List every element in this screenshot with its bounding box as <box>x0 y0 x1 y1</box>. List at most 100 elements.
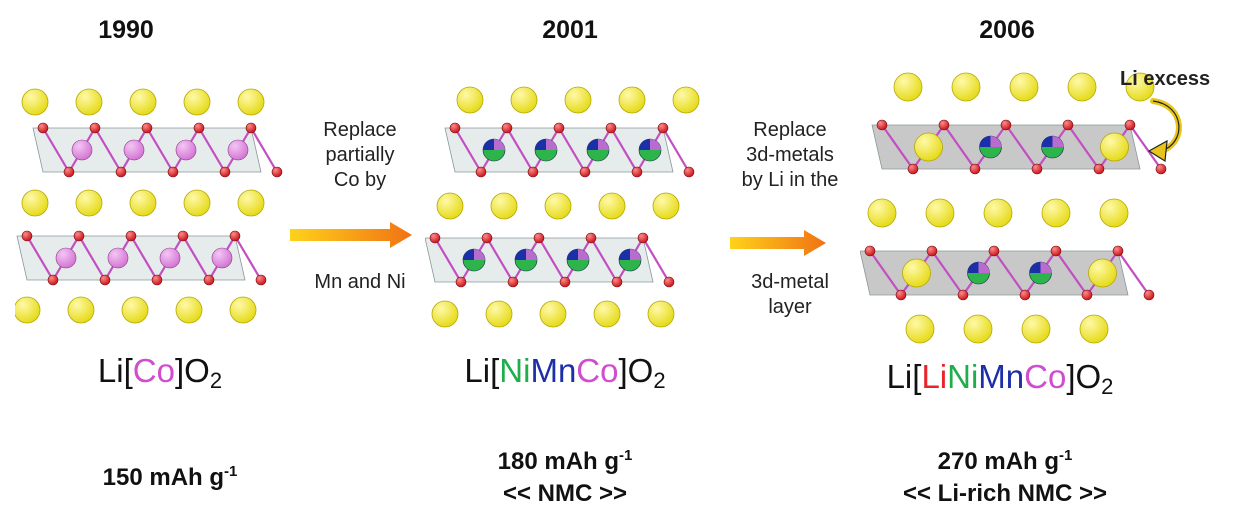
metal-oxygen-bond <box>42 127 70 173</box>
cobalt-atom <box>978 262 990 273</box>
metal-oxygen-bond <box>146 127 174 173</box>
oxygen-atom <box>864 245 876 257</box>
oxygen-atom <box>938 119 950 131</box>
formula-subscript: 2 <box>653 368 666 393</box>
oxygen-atom <box>876 119 888 131</box>
transition-2-text-bottom: 3d-metal layer <box>751 271 829 318</box>
cobalt-atom <box>211 247 233 269</box>
li-atom <box>485 300 513 328</box>
cobalt-atom <box>227 139 249 161</box>
li-atom <box>1100 132 1129 162</box>
oxygen-atom <box>167 166 179 178</box>
oxygen-atom <box>611 276 623 288</box>
capacity-value: 150 mAh g <box>102 464 225 491</box>
oxygen-atom <box>1155 163 1167 175</box>
capacity-label: << Li-rich NMC >> <box>902 480 1108 507</box>
formula-subscript: 2 <box>1101 374 1114 399</box>
year-2006: 2006 <box>979 16 1035 44</box>
formula-close: ]O <box>1066 358 1102 395</box>
oxygen-atom <box>47 274 59 286</box>
metal-oxygen-bond <box>610 127 638 173</box>
formula-element: Co <box>1024 358 1067 395</box>
li-excess-curved-arrow-icon <box>1147 98 1182 163</box>
metal-oxygen-bond <box>506 127 534 173</box>
cobalt-atom <box>578 249 589 260</box>
cobalt-atom <box>159 247 181 269</box>
li-atom <box>510 86 538 114</box>
li-atom <box>21 189 49 217</box>
oxygen-atom <box>907 163 919 175</box>
formula-open: Li[ <box>886 358 922 395</box>
structure-li-rich-nmc-svg <box>860 72 1167 344</box>
structure-li-rich-nmc <box>860 65 1180 345</box>
cobalt-atom <box>1052 136 1064 147</box>
oxygen-atom <box>73 230 85 242</box>
formula-element: Co <box>132 352 175 389</box>
cobalt-atom <box>1040 262 1052 273</box>
metal-oxygen-bond <box>1005 124 1038 170</box>
oxygen-atom <box>1000 119 1012 131</box>
oxygen-atom <box>219 166 231 178</box>
oxygen-atom <box>663 276 675 288</box>
oxygen-atom <box>449 122 461 134</box>
li-atom <box>21 88 49 116</box>
year-1990: 1990 <box>98 16 154 44</box>
cobalt-atom <box>630 249 641 260</box>
metal-oxygen-bond <box>78 235 106 281</box>
cobalt-atom <box>175 139 197 161</box>
metal-oxygen-bond <box>931 250 964 296</box>
metal-oxygen-bond <box>198 127 226 173</box>
transition-2-text-top: Replace 3d-metals by Li in the <box>741 119 839 191</box>
oxygen-atom <box>99 274 111 286</box>
cobalt-atom <box>650 139 661 150</box>
oxygen-atom <box>63 166 75 178</box>
capacity-unit-exponent: -1 <box>224 463 238 480</box>
metal-oxygen-bond <box>182 235 210 281</box>
li-atom <box>1009 72 1039 102</box>
oxygen-atom <box>125 230 137 242</box>
formula-close: ]O <box>174 352 210 389</box>
metal-oxygen-bond <box>234 235 262 281</box>
oxygen-atom <box>501 122 513 134</box>
metal-oxygen-bond <box>943 124 976 170</box>
oxygen-atom <box>151 274 163 286</box>
oxygen-atom <box>527 166 539 178</box>
metal-oxygen-bond <box>642 237 670 283</box>
metal-oxide-slab <box>860 250 1129 296</box>
li-atom <box>229 296 257 324</box>
oxygen-atom <box>579 166 591 178</box>
metal-oxide-slab <box>871 124 1141 170</box>
li-atom <box>652 192 680 220</box>
formula-li-rich-nmc: Li[LiNiMnCo]O2 <box>855 358 1145 400</box>
metal-oxygen-bond <box>130 235 158 281</box>
oxygen-atom <box>553 122 565 134</box>
structure-nmc-svg <box>425 86 700 328</box>
cobalt-atom <box>107 247 129 269</box>
formula-element: Ni <box>947 358 979 395</box>
metal-oxygen-bond <box>993 250 1026 296</box>
metal-oxygen-bond <box>1067 124 1100 170</box>
li-atom <box>237 88 265 116</box>
transition-1-text-bottom: Mn and Ni <box>314 271 406 293</box>
oxygen-atom <box>507 276 519 288</box>
li-atom <box>67 296 95 324</box>
metal-oxygen-bond <box>1129 124 1162 170</box>
li-atom <box>1067 72 1097 102</box>
li-atom <box>905 314 935 344</box>
li-atom <box>75 88 103 116</box>
oxygen-atom <box>1093 163 1105 175</box>
li-atom <box>914 132 943 162</box>
li-atom <box>490 192 518 220</box>
li-atom <box>1125 72 1155 102</box>
oxygen-atom <box>455 276 467 288</box>
li-atom <box>544 192 572 220</box>
li-atom <box>867 198 897 228</box>
cobalt-atom <box>526 249 537 260</box>
formula-element: Li <box>921 358 948 395</box>
metal-oxygen-bond <box>881 124 914 170</box>
li-atom <box>564 86 592 114</box>
metal-oxygen-bond <box>94 127 122 173</box>
li-atom <box>618 86 646 114</box>
oxygen-atom <box>229 230 241 242</box>
oxygen-atom <box>969 163 981 175</box>
